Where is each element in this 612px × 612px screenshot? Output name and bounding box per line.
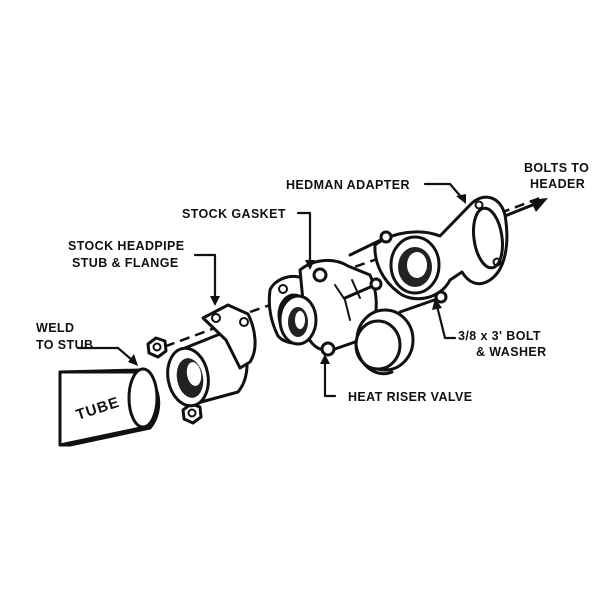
weld-to-stub-label-line1: WELD <box>36 321 74 335</box>
bolt-washer-label-line2: & WASHER <box>476 345 547 359</box>
stock-headpipe-label-line2: STUB & FLANGE <box>72 256 179 270</box>
headpipe-stub <box>166 328 249 408</box>
tube: TUBE <box>58 367 161 447</box>
bolt-washer-label-line1: 3/8 x 3' BOLT <box>458 329 541 343</box>
bolts-to-header-label-line1: BOLTS TO <box>524 161 589 175</box>
stock-flange <box>201 303 257 370</box>
weld-to-stub-label-line2: TO STUB <box>36 338 93 352</box>
leader-lines <box>76 182 466 398</box>
stock-headpipe-label-line1: STOCK HEADPIPE <box>68 239 185 253</box>
hedman-adapter <box>343 195 509 314</box>
heat-riser-valve-label: HEAT RISER VALVE <box>348 390 472 404</box>
stock-gasket-label: STOCK GASKET <box>182 207 286 221</box>
heat-riser-valve <box>278 259 415 376</box>
upper-nut <box>146 336 168 359</box>
hedman-adapter-label: HEDMAN ADAPTER <box>286 178 410 192</box>
bolts-to-header-label-line2: HEADER <box>530 177 585 191</box>
